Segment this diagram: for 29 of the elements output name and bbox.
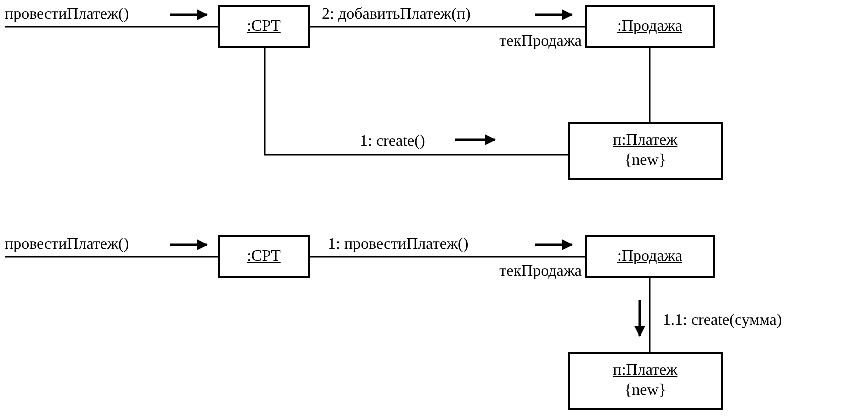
object-box (568, 122, 723, 180)
object-name: :CPT (247, 16, 281, 36)
link-line (310, 26, 585, 28)
object-box (585, 235, 715, 278)
object-name: п:Платеж (613, 361, 678, 381)
object-name: :Продажа (618, 246, 682, 266)
role-name: текПродажа (498, 33, 582, 51)
object-box (218, 235, 310, 278)
object-name: :Продажа (618, 16, 682, 36)
link-line (5, 256, 218, 258)
object-box (568, 352, 723, 410)
role-name: текПродажа (498, 263, 582, 281)
constraint-label: {new} (624, 381, 666, 401)
link-line (649, 278, 651, 352)
object-name: :CPT (247, 246, 281, 266)
link-line (310, 256, 585, 258)
message-label: 2: добавитьПлатеж(п) (322, 6, 471, 24)
message-label: провестиПлатеж() (5, 6, 130, 24)
object-name: п:Платеж (613, 131, 678, 151)
message-label: 1: провестиПлатеж() (328, 236, 469, 254)
link-line (649, 48, 651, 122)
link-line (5, 26, 218, 28)
object-box (585, 5, 715, 48)
constraint-label: {new} (624, 151, 666, 171)
link-line (264, 48, 568, 156)
message-label: провестиПлатеж() (5, 236, 130, 254)
message-label: 1: create() (360, 133, 426, 151)
object-box (218, 5, 310, 48)
message-label: 1.1: create(сумма) (663, 312, 782, 330)
